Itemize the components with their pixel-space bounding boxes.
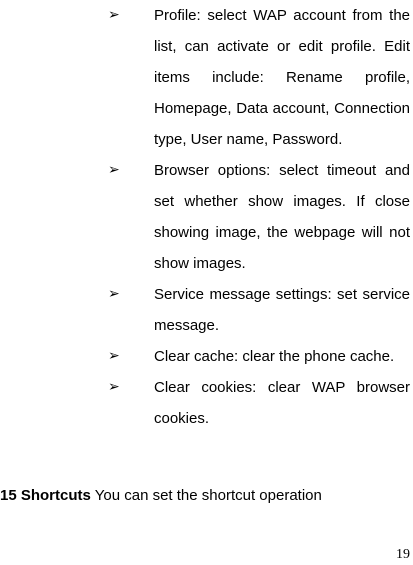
bullet-item-clear-cookies: ➢ Clear cookies: clear WAP browser cooki…: [0, 372, 413, 434]
section-shortcuts: 15 Shortcuts You can set the shortcut op…: [0, 480, 322, 511]
section-body-text: You can set the shortcut operation: [90, 487, 322, 504]
bullet-text-clear-cookies: Clear cookies: clear WAP browser cookies…: [154, 379, 410, 427]
arrow-bullet-icon: ➢: [108, 348, 120, 364]
page-number: 19: [396, 547, 410, 562]
bullet-text-service-message: Service message settings: set service me…: [154, 286, 410, 334]
bullet-item-service-message: ➢ Service message settings: set service …: [0, 279, 413, 341]
arrow-bullet-icon: ➢: [108, 7, 120, 23]
bullet-text-profile: Profile: select WAP account from the lis…: [154, 7, 410, 148]
arrow-bullet-icon: ➢: [108, 162, 120, 178]
arrow-bullet-icon: ➢: [108, 379, 120, 395]
bullet-text-browser-options: Browser options: select timeout and set …: [154, 162, 410, 272]
bullet-item-profile: ➢ Profile: select WAP account from the l…: [0, 0, 413, 155]
settings-bullet-list: ➢ Profile: select WAP account from the l…: [0, 0, 413, 434]
arrow-bullet-icon: ➢: [108, 286, 120, 302]
bullet-item-clear-cache: ➢ Clear cache: clear the phone cache.: [0, 341, 413, 372]
bullet-text-clear-cache: Clear cache: clear the phone cache.: [154, 348, 395, 365]
section-heading: 15 Shortcuts: [0, 487, 91, 504]
bullet-item-browser-options: ➢ Browser options: select timeout and se…: [0, 155, 413, 279]
